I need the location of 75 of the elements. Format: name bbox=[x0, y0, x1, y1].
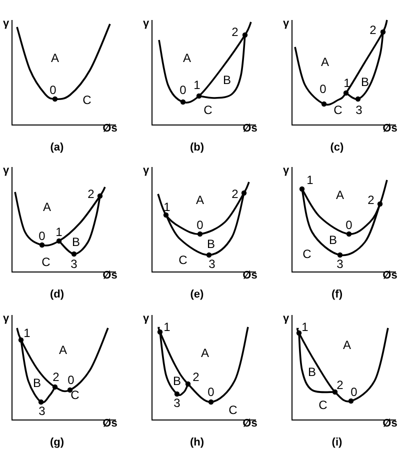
panel-caption: (i) bbox=[332, 438, 342, 448]
region-label: A bbox=[43, 201, 51, 213]
region-label: B bbox=[308, 366, 316, 378]
region-label: C bbox=[178, 254, 188, 266]
region-label: 0 bbox=[196, 219, 204, 231]
region-label: A bbox=[51, 52, 59, 64]
region-label: 1 bbox=[164, 321, 170, 333]
region-label: C bbox=[318, 399, 328, 411]
region-label: 1 bbox=[56, 226, 62, 238]
region-label: B bbox=[72, 236, 80, 248]
axis-label: γ bbox=[142, 166, 150, 176]
region-label: C bbox=[42, 256, 50, 268]
region-label: 0 bbox=[180, 84, 186, 96]
region-label: 0 bbox=[350, 386, 358, 398]
panel-caption: (e) bbox=[190, 290, 204, 300]
region-label: 0 bbox=[346, 219, 352, 231]
axis-label: γ bbox=[282, 18, 290, 30]
region-label: 3 bbox=[174, 397, 180, 409]
region-label: 0 bbox=[208, 386, 214, 398]
region-label: 1 bbox=[164, 201, 170, 213]
region-label: A bbox=[336, 189, 344, 201]
region-label: 3 bbox=[356, 104, 362, 116]
region-label: 2 bbox=[368, 194, 374, 206]
region-label: C bbox=[302, 248, 312, 260]
panel-caption: (b) bbox=[190, 142, 204, 154]
region-label: A bbox=[196, 194, 204, 206]
panel-caption: (h) bbox=[190, 438, 204, 448]
region-label: 0 bbox=[320, 83, 326, 95]
panel-caption: (a) bbox=[50, 142, 64, 154]
region-label: B bbox=[33, 377, 41, 389]
axis-label: γ bbox=[2, 314, 10, 324]
axis-label: γ bbox=[282, 166, 290, 176]
axis-label: γ bbox=[142, 18, 150, 30]
region-label: A bbox=[59, 344, 67, 356]
region-label: 0 bbox=[50, 84, 56, 96]
axis-label: γ bbox=[2, 18, 10, 30]
region-label: 2 bbox=[52, 371, 60, 383]
region-label: C bbox=[228, 404, 238, 416]
region-label: 3 bbox=[70, 258, 78, 270]
region-label: 2 bbox=[370, 24, 376, 36]
region-label: A bbox=[183, 52, 191, 64]
region-label: 1 bbox=[302, 321, 308, 333]
region-label: 1 bbox=[24, 327, 30, 339]
axis-label: γ bbox=[142, 314, 150, 324]
panel-caption: (d) bbox=[50, 290, 64, 300]
panel-caption: (c) bbox=[330, 142, 344, 154]
region-label: 3 bbox=[336, 258, 344, 270]
region-label: A bbox=[321, 56, 329, 68]
region-label: B bbox=[361, 76, 369, 88]
region-label: C bbox=[334, 104, 342, 116]
region-label: 3 bbox=[38, 405, 46, 417]
region-label: B bbox=[207, 238, 215, 250]
region-label: 2 bbox=[336, 379, 344, 391]
region-label: A bbox=[343, 339, 351, 351]
region-label: C bbox=[70, 389, 80, 401]
region-label: 2 bbox=[192, 371, 200, 383]
region-label: B bbox=[173, 375, 181, 387]
region-label: C bbox=[204, 104, 212, 116]
panel-caption: (f) bbox=[332, 290, 342, 300]
region-label: 2 bbox=[232, 26, 238, 38]
region-label: 1 bbox=[306, 174, 314, 186]
region-label: 1 bbox=[344, 77, 350, 89]
region-label: C bbox=[82, 94, 92, 106]
region-label: 1 bbox=[194, 79, 200, 91]
region-label: A bbox=[201, 347, 209, 359]
region-label: 2 bbox=[88, 188, 94, 200]
region-label: 2 bbox=[232, 188, 238, 200]
region-label: 0 bbox=[38, 230, 46, 242]
axis-label: γ bbox=[282, 314, 290, 324]
region-label: 0 bbox=[68, 374, 74, 386]
region-label: B bbox=[223, 74, 231, 86]
panel-caption: (g) bbox=[50, 438, 64, 448]
region-label: 3 bbox=[208, 258, 216, 270]
axis-label: γ bbox=[2, 166, 10, 176]
region-label: B bbox=[329, 234, 337, 246]
